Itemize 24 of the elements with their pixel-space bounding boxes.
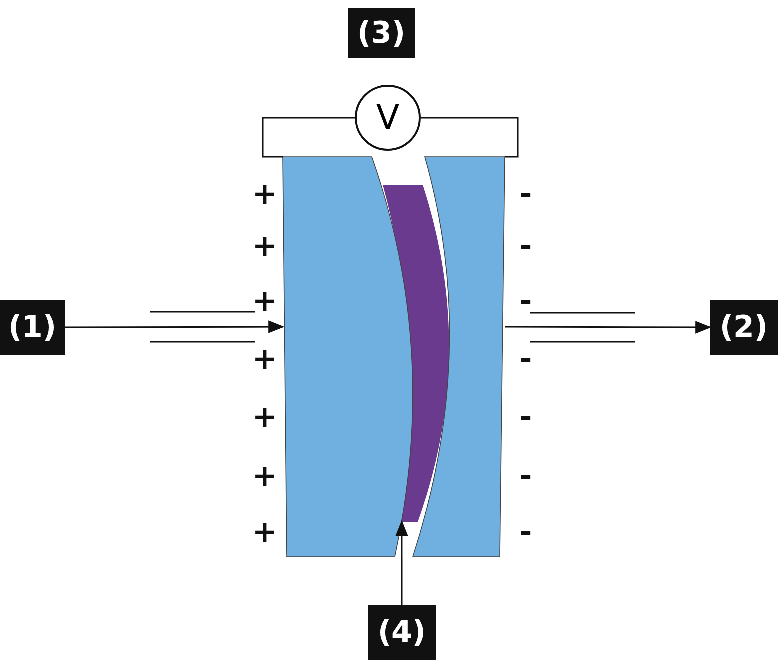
charge-sign: + [251, 342, 279, 378]
charge-sign: - [518, 229, 534, 265]
charge-sign: + [251, 284, 279, 320]
charge-sign: + [251, 459, 279, 495]
wire [421, 117, 519, 158]
callout-number: (4) [368, 605, 436, 660]
voltmeter-symbol: V [355, 85, 421, 151]
callout-number: (3) [348, 8, 415, 58]
arrow [65, 320, 285, 334]
charge-sign: - [518, 284, 534, 320]
arrow [505, 321, 712, 334]
charge-sign: - [518, 459, 534, 495]
charge-sign: + [251, 515, 279, 551]
charge-sign: + [251, 229, 279, 265]
charge-sign: - [518, 342, 534, 378]
callout-number: (1) [0, 300, 65, 355]
callout-number: (2) [710, 300, 778, 355]
charge-sign: - [518, 400, 534, 436]
charge-sign: - [518, 515, 534, 551]
charge-sign: - [518, 177, 534, 213]
charge-sign: + [251, 400, 279, 436]
charge-sign: + [251, 177, 279, 213]
wire [262, 117, 355, 158]
leader-line [396, 520, 408, 605]
